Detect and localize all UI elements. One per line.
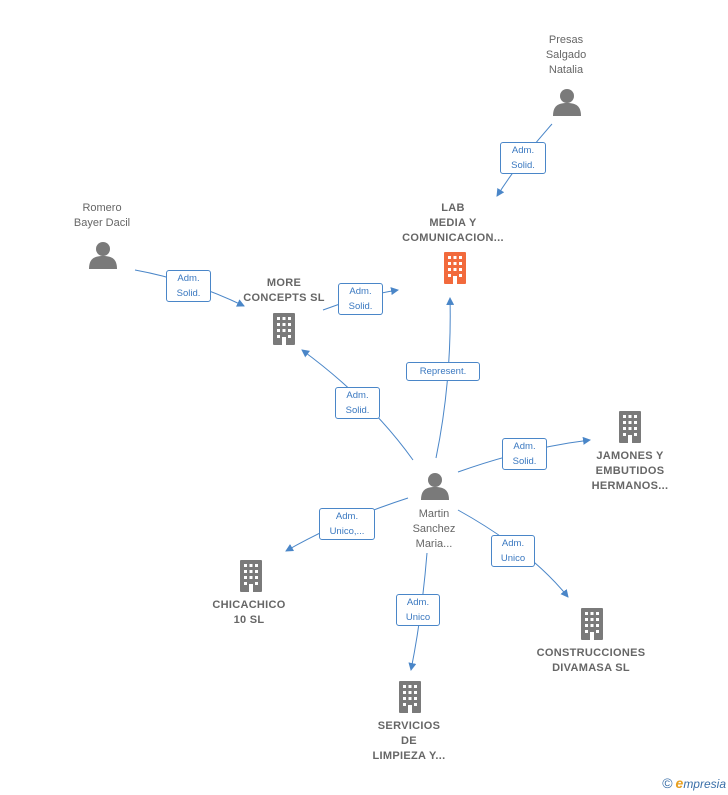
- brand-logo: empresia: [675, 775, 726, 791]
- building-icon[interactable]: [240, 560, 262, 592]
- relation-label[interactable]: Adm. Unico: [396, 594, 440, 626]
- building-icon[interactable]: [273, 313, 295, 345]
- node-label-construcciones[interactable]: CONSTRUCCIONES DIVAMASA SL: [536, 647, 646, 674]
- node-label-servicios[interactable]: SERVICIOS DE LIMPIEZA Y...: [372, 720, 446, 762]
- person-icon[interactable]: [421, 473, 449, 500]
- relation-label[interactable]: Adm. Solid.: [335, 387, 380, 419]
- node-label-presas[interactable]: Presas Salgado Natalia: [545, 34, 587, 76]
- node-label-martin[interactable]: Martin Sanchez Maria...: [412, 508, 456, 550]
- relation-label[interactable]: Adm. Solid.: [502, 438, 547, 470]
- person-icon[interactable]: [89, 242, 117, 269]
- relation-label[interactable]: Adm. Unico,...: [319, 508, 375, 540]
- relation-label[interactable]: Represent.: [406, 362, 480, 381]
- node-label-chicachico[interactable]: CHICACHICO 10 SL: [212, 599, 286, 626]
- relation-label[interactable]: Adm. Solid.: [166, 270, 211, 302]
- building-icon[interactable]: [399, 681, 421, 713]
- relation-label[interactable]: Adm. Solid.: [338, 283, 383, 315]
- node-label-romero[interactable]: Romero Bayer Dacil: [73, 202, 131, 229]
- footer-brand[interactable]: © empresia: [662, 775, 726, 791]
- node-label-more[interactable]: MORE CONCEPTS SL: [243, 277, 325, 304]
- relation-label[interactable]: Adm. Unico: [491, 535, 535, 567]
- node-label-lab[interactable]: LAB MEDIA Y COMUNICACION...: [402, 202, 504, 244]
- building-icon[interactable]: [444, 252, 466, 284]
- copyright-icon: ©: [662, 775, 673, 791]
- building-icon[interactable]: [581, 608, 603, 640]
- person-icon[interactable]: [553, 89, 581, 116]
- building-icon[interactable]: [619, 411, 641, 443]
- relation-label[interactable]: Adm. Solid.: [500, 142, 546, 174]
- node-label-jamones[interactable]: JAMONES Y EMBUTIDOS HERMANOS...: [591, 450, 669, 492]
